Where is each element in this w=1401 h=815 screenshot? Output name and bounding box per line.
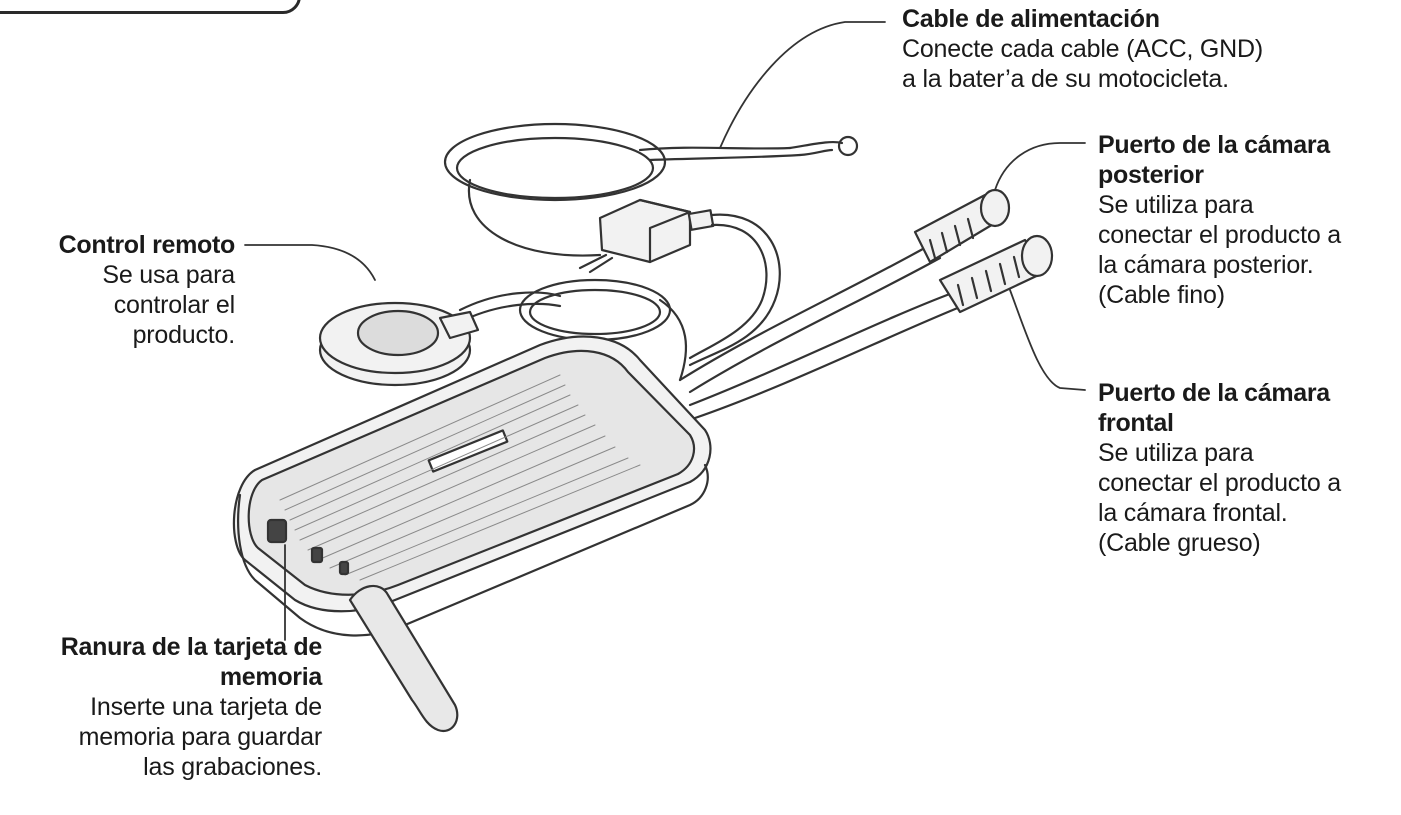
memory-slot-desc-line-3: las grabaciones. <box>143 753 322 781</box>
front-camera-connector <box>938 234 1054 314</box>
rear-port-desc-line-1: Se utiliza para <box>1098 191 1254 219</box>
front-port-desc-line-1: Se utiliza para <box>1098 439 1254 467</box>
power-cable-coil <box>443 122 859 257</box>
leader-lines <box>244 21 1086 641</box>
callout-memory-card-slot: Ranura de la tarjeta de memoria Inserte … <box>4 632 323 782</box>
remote-desc-line-1: Se usa para <box>102 261 235 289</box>
memory-slot-title-line-1: Ranura de la tarjeta de <box>60 633 323 661</box>
remote-control <box>318 301 480 387</box>
power-cable-desc-line-1: Conecte cada cable (ACC, GND) <box>902 35 1264 63</box>
memory-slot-title-line-2: memoria <box>219 663 322 691</box>
front-port-desc-line-4: (Cable grueso) <box>1098 529 1261 557</box>
front-port-desc-line-2: conectar el producto a <box>1098 469 1341 497</box>
rear-camera-connector <box>913 188 1011 264</box>
callout-power-cable: Cable de alimentación Conecte cada cable… <box>902 4 1263 94</box>
power-cable-title: Cable de alimentación <box>902 5 1160 33</box>
device-ports <box>266 518 350 576</box>
remote-title: Control remoto <box>58 231 236 259</box>
front-port-desc-line-3: la cámara frontal. <box>1098 499 1288 527</box>
memory-slot-desc-line-2: memoria para guardar <box>78 723 323 751</box>
rear-port-desc-line-3: la cámara posterior. <box>1098 251 1314 279</box>
power-connector <box>578 198 715 274</box>
device-body <box>232 335 712 637</box>
callout-rear-camera-port: Puerto de la cámara posterior Se utiliza… <box>1098 130 1341 310</box>
rear-port-title-line-2: posterior <box>1098 161 1204 189</box>
remote-desc-line-3: producto. <box>132 321 236 349</box>
front-port-title-line-1: Puerto de la cámara <box>1098 379 1330 407</box>
callout-front-camera-port: Puerto de la cámara frontal Se utiliza p… <box>1098 378 1341 558</box>
device-grille <box>279 374 641 581</box>
remote-desc-line-2: controlar el <box>113 291 235 319</box>
memory-slot-desc-line-1: Inserte una tarjeta de <box>90 693 322 721</box>
power-cable-desc-line-2: a la bater’a de su motocicleta. <box>902 65 1229 93</box>
callout-remote-control: Control remoto Se usa para controlar el … <box>20 230 236 350</box>
rear-port-desc-line-4: (Cable fino) <box>1098 281 1225 309</box>
camera-cables <box>678 243 967 420</box>
front-port-title-line-2: frontal <box>1098 409 1174 437</box>
rear-port-desc-line-2: conectar el producto a <box>1098 221 1341 249</box>
rear-port-title-line-1: Puerto de la cámara <box>1098 131 1330 159</box>
memory-card-flap <box>348 584 459 733</box>
